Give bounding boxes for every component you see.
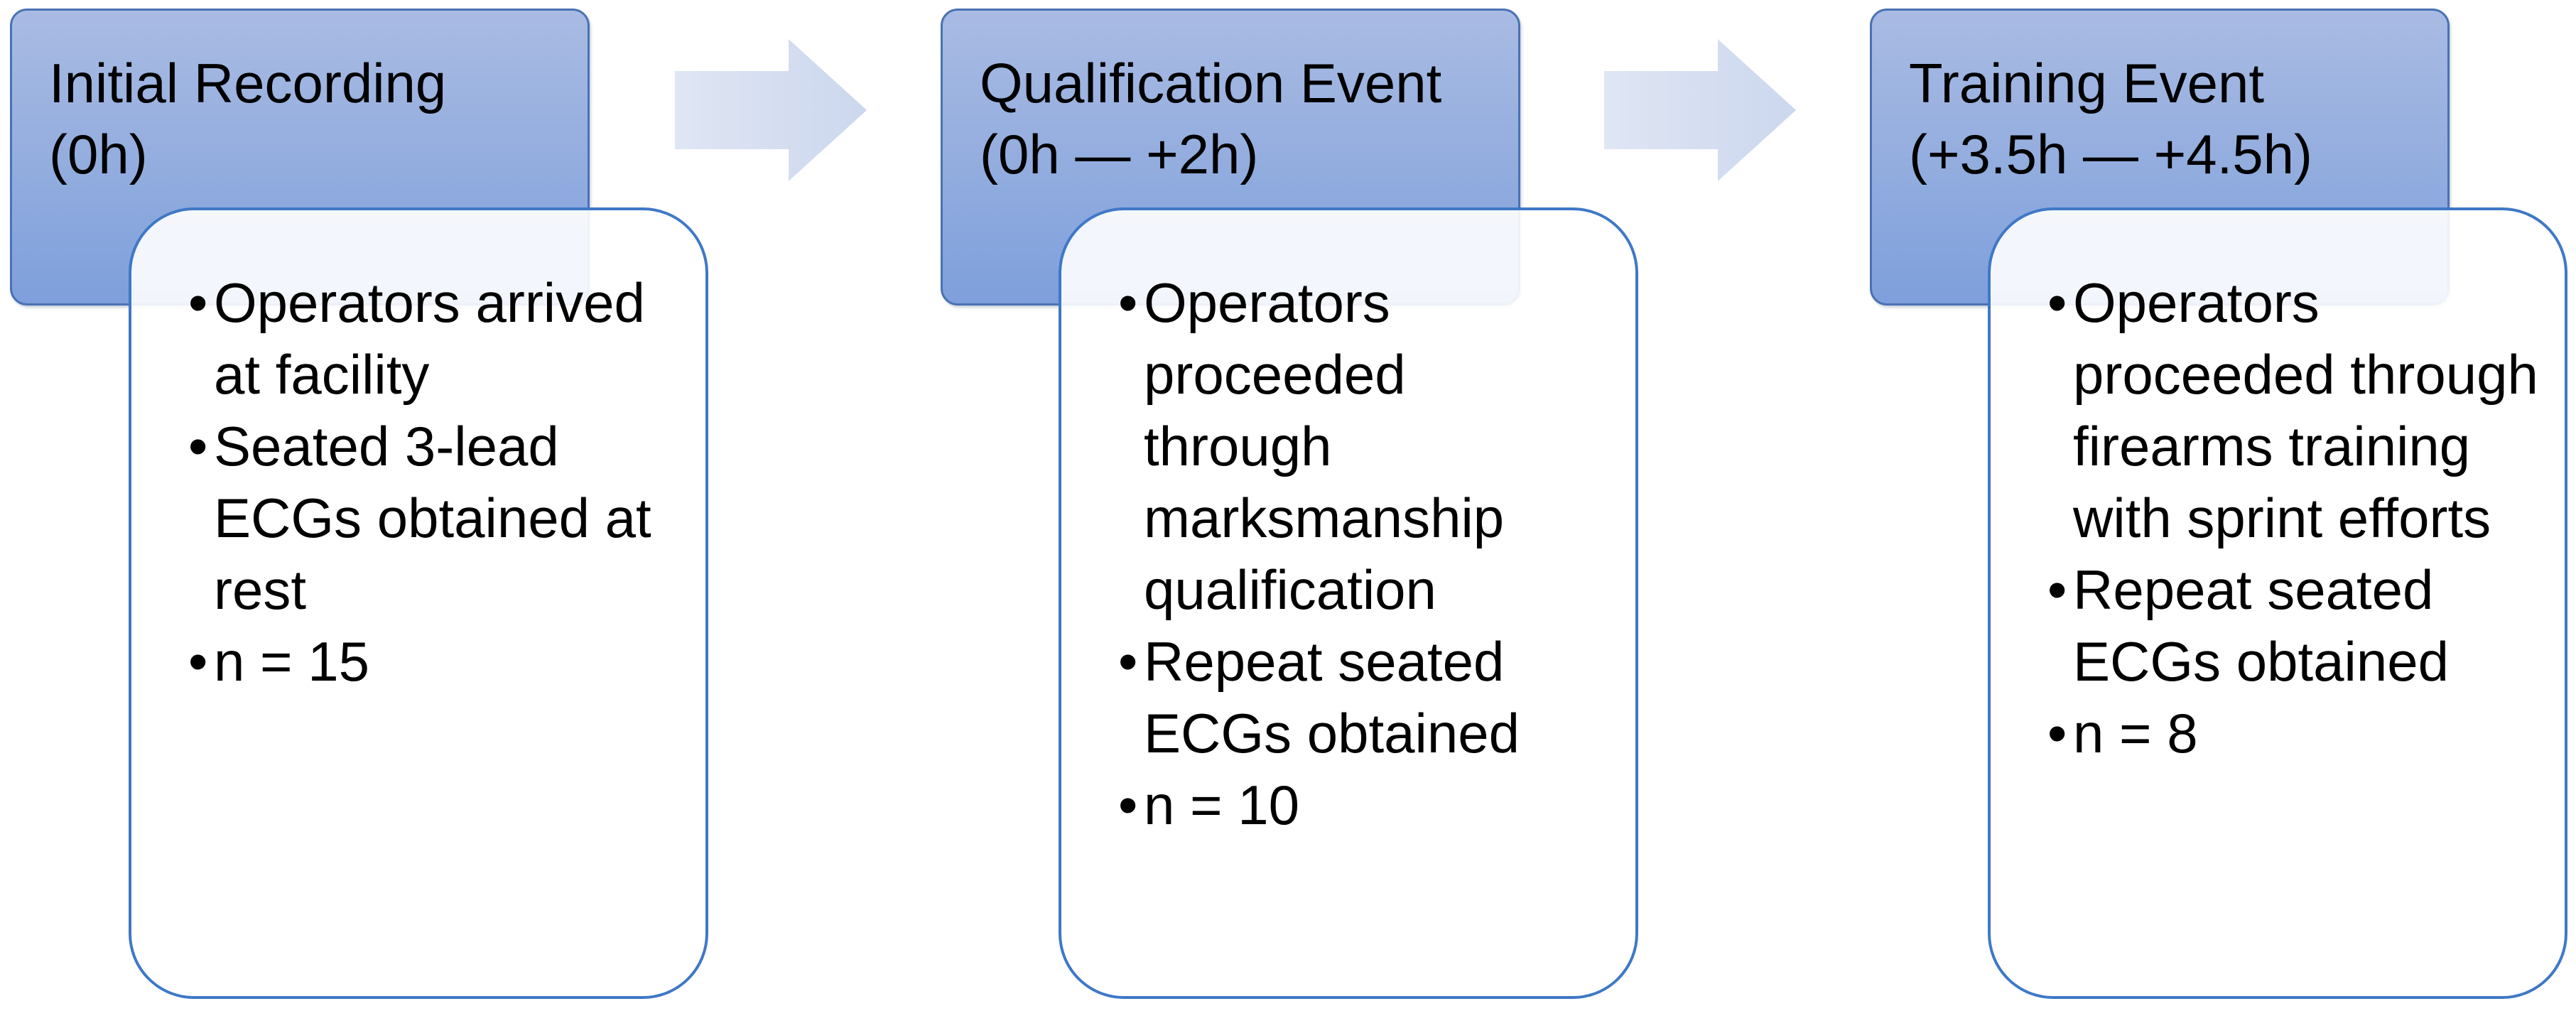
bullet-list: • Operators proceeded through marksmansh… — [1118, 267, 1608, 841]
bullet-text: Seated 3-lead ECGs obtained at rest — [214, 415, 651, 621]
list-item: • Operators proceeded through marksmansh… — [1118, 267, 1608, 626]
bullet-text: Repeat seated ECGs obtained — [1144, 630, 1520, 764]
stage-details: • Operators proceeded through firearms t… — [1988, 207, 2567, 999]
list-item: • Seated 3-lead ECGs obtained at rest — [188, 411, 700, 626]
bullet-icon: • — [188, 415, 208, 477]
bullet-list: • Operators arrived at facility • Seated… — [188, 267, 700, 698]
stage-title: Training Event (+3.5h — +4.5h) — [1909, 52, 2313, 185]
list-item: • Repeat seated ECGs obtained — [1118, 626, 1608, 769]
bullet-text: Operators arrived at facility — [214, 271, 645, 406]
bullet-icon: • — [188, 271, 208, 334]
list-item: • Operators proceeded through firearms t… — [2047, 267, 2562, 554]
bullet-text: Repeat seated ECGs obtained — [2073, 558, 2449, 693]
stage-qualification-event: Qualification Event (0h — +2h) • Operato… — [931, 0, 1641, 1011]
list-item: • n = 15 — [188, 626, 700, 698]
bullet-icon: • — [2047, 271, 2067, 334]
stage-details: • Operators arrived at facility • Seated… — [129, 207, 708, 999]
bullet-text: n = 10 — [1144, 774, 1300, 836]
bullet-text: Operators proceeded through marksmanship… — [1144, 271, 1505, 621]
bullet-text: n = 8 — [2073, 702, 2198, 764]
stage-title: Initial Recording (0h) — [49, 52, 447, 185]
bullet-icon: • — [1118, 271, 1138, 334]
bullet-icon: • — [2047, 558, 2067, 621]
stage-title: Qualification Event (0h — +2h) — [980, 52, 1442, 185]
bullet-list: • Operators proceeded through firearms t… — [2047, 267, 2562, 769]
bullet-icon: • — [1118, 774, 1138, 836]
bullet-icon: • — [1118, 630, 1138, 693]
bullet-text: n = 15 — [214, 630, 370, 693]
stage-training-event: Training Event (+3.5h — +4.5h) • Operato… — [1860, 0, 2576, 1011]
list-item: • n = 8 — [2047, 698, 2562, 769]
list-item: • n = 10 — [1118, 769, 1608, 841]
bullet-icon: • — [188, 630, 208, 693]
list-item: • Repeat seated ECGs obtained — [2047, 554, 2562, 698]
arrow-right-icon — [675, 39, 867, 181]
stage-details: • Operators proceeded through marksmansh… — [1059, 207, 1638, 999]
stage-initial-recording: Initial Recording (0h) • Operators arriv… — [0, 0, 710, 1011]
bullet-icon: • — [2047, 702, 2067, 764]
bullet-text: Operators proceeded through firearms tra… — [2073, 271, 2538, 549]
arrow-right-icon — [1604, 39, 1796, 181]
list-item: • Operators arrived at facility — [188, 267, 700, 411]
